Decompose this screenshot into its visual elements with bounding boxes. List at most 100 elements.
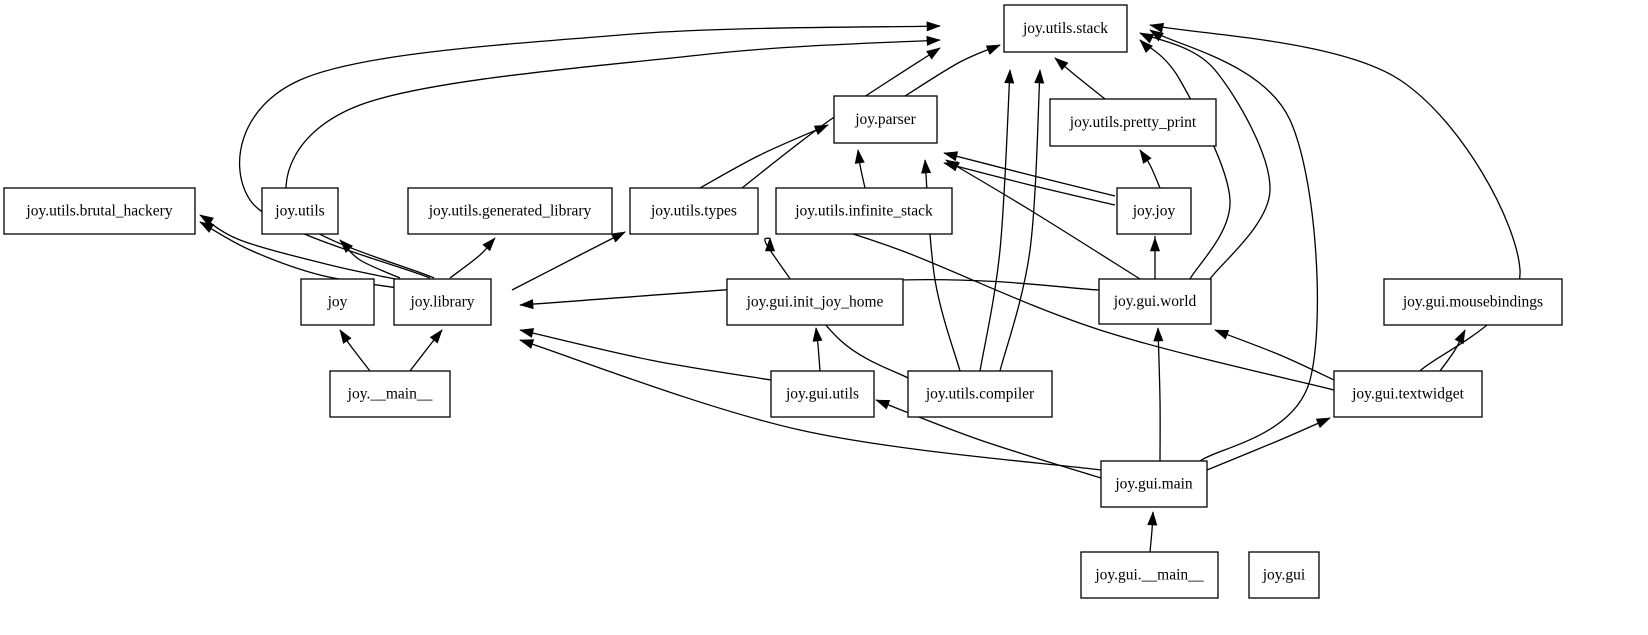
edge-arrowhead-icon: [1034, 69, 1045, 84]
graph-node-brutal_hackery[interactable]: joy.utils.brutal_hackery: [3, 187, 196, 235]
node-box[interactable]: [1116, 187, 1192, 235]
edge-arrowhead-icon: [812, 327, 823, 342]
graph-edge: [285, 39, 941, 279]
graph-edge: [943, 152, 1116, 197]
node-label: joy.gui.utils: [785, 386, 859, 403]
graph-node-library[interactable]: joy.library: [393, 278, 492, 326]
node-label: joy.gui.main: [1114, 476, 1193, 493]
graph-edge: [1157, 327, 1161, 462]
graph-node-infinite_stack[interactable]: joy.utils.infinite_stack: [775, 187, 953, 235]
edge-arrowhead-icon: [985, 44, 1001, 55]
graph-node-joy[interactable]: joy: [300, 278, 375, 326]
node-box[interactable]: [300, 278, 375, 326]
node-label: joy.gui.textwidget: [1351, 386, 1464, 403]
node-box[interactable]: [1333, 370, 1483, 418]
node-box[interactable]: [833, 95, 938, 144]
edge-arrowhead-icon: [482, 237, 496, 252]
graph-node-types[interactable]: joy.utils.types: [629, 187, 759, 235]
edge-arrowhead-icon: [926, 35, 941, 46]
node-box[interactable]: [770, 370, 875, 418]
edge-arrowhead-icon: [519, 339, 535, 349]
graph-edge: [1139, 39, 1231, 280]
edge-arrowhead-icon: [1315, 417, 1331, 428]
graph-edge: [199, 214, 401, 281]
node-label: joy.utils.types: [650, 203, 737, 220]
graph-node-pretty_print[interactable]: joy.utils.pretty_print: [1049, 98, 1217, 147]
graph-node-world[interactable]: joy.gui.world: [1098, 278, 1212, 325]
graph-edge: [741, 47, 941, 189]
edge-arrowhead-icon: [945, 159, 960, 172]
node-box[interactable]: [907, 370, 1053, 418]
edge-arrowhead-icon: [943, 151, 959, 162]
edge-arrowhead-icon: [519, 299, 534, 310]
node-box[interactable]: [1049, 98, 1217, 147]
edge-arrowhead-icon: [1147, 511, 1158, 526]
edge-arrowhead-icon: [519, 328, 535, 338]
node-box[interactable]: [1100, 460, 1208, 508]
graph-node-textwidget[interactable]: joy.gui.textwidget: [1333, 370, 1483, 418]
graph-edge: [979, 69, 1011, 372]
edge-arrowhead-icon: [1054, 57, 1069, 71]
graph-edge: [519, 339, 1102, 471]
graph-edge: [519, 329, 772, 381]
node-box[interactable]: [775, 187, 953, 235]
node-box[interactable]: [3, 187, 196, 235]
graph-edge: [699, 124, 829, 189]
node-box[interactable]: [1248, 551, 1320, 599]
node-box[interactable]: [1098, 278, 1212, 325]
edges-layer: [199, 21, 1521, 553]
node-box[interactable]: [407, 187, 613, 235]
graph-node-joyjoy[interactable]: joy.joy: [1116, 187, 1192, 235]
graph-node-gui_utils[interactable]: joy.gui.utils: [770, 370, 875, 418]
graph-node-mainpy[interactable]: joy.__main__: [329, 370, 451, 418]
node-box[interactable]: [1383, 278, 1563, 326]
node-box[interactable]: [726, 278, 904, 326]
edge-arrowhead-icon: [339, 329, 352, 344]
node-box[interactable]: [629, 187, 759, 235]
edge-arrowhead-icon: [1139, 39, 1153, 53]
graph-edge: [1139, 32, 1271, 280]
node-label: joy.gui: [1262, 567, 1306, 584]
edge-arrowhead-icon: [921, 159, 932, 174]
graph-edge: [238, 25, 941, 279]
edge-arrowhead-icon: [1454, 329, 1466, 345]
graph-node-init_joy_home[interactable]: joy.gui.init_joy_home: [726, 278, 904, 326]
graph-node-gui[interactable]: joy.gui: [1248, 551, 1320, 599]
edge-arrowhead-icon: [854, 149, 865, 164]
graph-edge: [1214, 329, 1335, 381]
graph-edge: [904, 44, 1001, 97]
nodes-layer: joy.utils.stack joy.parser joy.utils.prett…: [3, 4, 1563, 599]
graph-node-gui_main[interactable]: joy.gui.main: [1100, 460, 1208, 508]
node-label: joy.joy: [1132, 203, 1176, 220]
node-box[interactable]: [1080, 551, 1219, 599]
graph-node-parser[interactable]: joy.parser: [833, 95, 938, 144]
graph-edge: [1149, 29, 1319, 462]
node-label: joy.utils.generated_library: [428, 203, 592, 220]
graph-node-utils[interactable]: joy.utils: [261, 187, 339, 235]
graph-node-generated_library[interactable]: joy.utils.generated_library: [407, 187, 613, 235]
edge-arrowhead-icon: [1004, 69, 1015, 84]
graph-node-compiler[interactable]: joy.utils.compiler: [907, 370, 1053, 418]
node-label: joy.parser: [854, 111, 916, 128]
graph-node-mousebindings[interactable]: joy.gui.mousebindings: [1383, 278, 1563, 326]
edge-arrowhead-icon: [926, 47, 941, 60]
node-label: joy: [327, 294, 348, 311]
graph-edge: [511, 231, 626, 291]
node-label: joy.gui.mousebindings: [1402, 294, 1543, 311]
edge-arrowhead-icon: [1149, 237, 1161, 252]
graph-node-stack[interactable]: joy.utils.stack: [1003, 4, 1128, 53]
node-label: joy.gui.init_joy_home: [746, 294, 884, 311]
edge-arrowhead-icon: [926, 21, 941, 32]
node-box[interactable]: [1003, 4, 1128, 53]
node-box[interactable]: [329, 370, 451, 418]
edge-arrowhead-icon: [1139, 32, 1155, 44]
edge-arrowhead-icon: [764, 237, 776, 252]
edge-arrowhead-icon: [1149, 22, 1165, 33]
node-label: joy.gui.__main__: [1094, 567, 1204, 584]
node-box[interactable]: [393, 278, 492, 326]
node-label: joy.__main__: [347, 386, 433, 403]
node-box[interactable]: [261, 187, 339, 235]
graph-node-gui_mainpy[interactable]: joy.gui.__main__: [1080, 551, 1219, 599]
